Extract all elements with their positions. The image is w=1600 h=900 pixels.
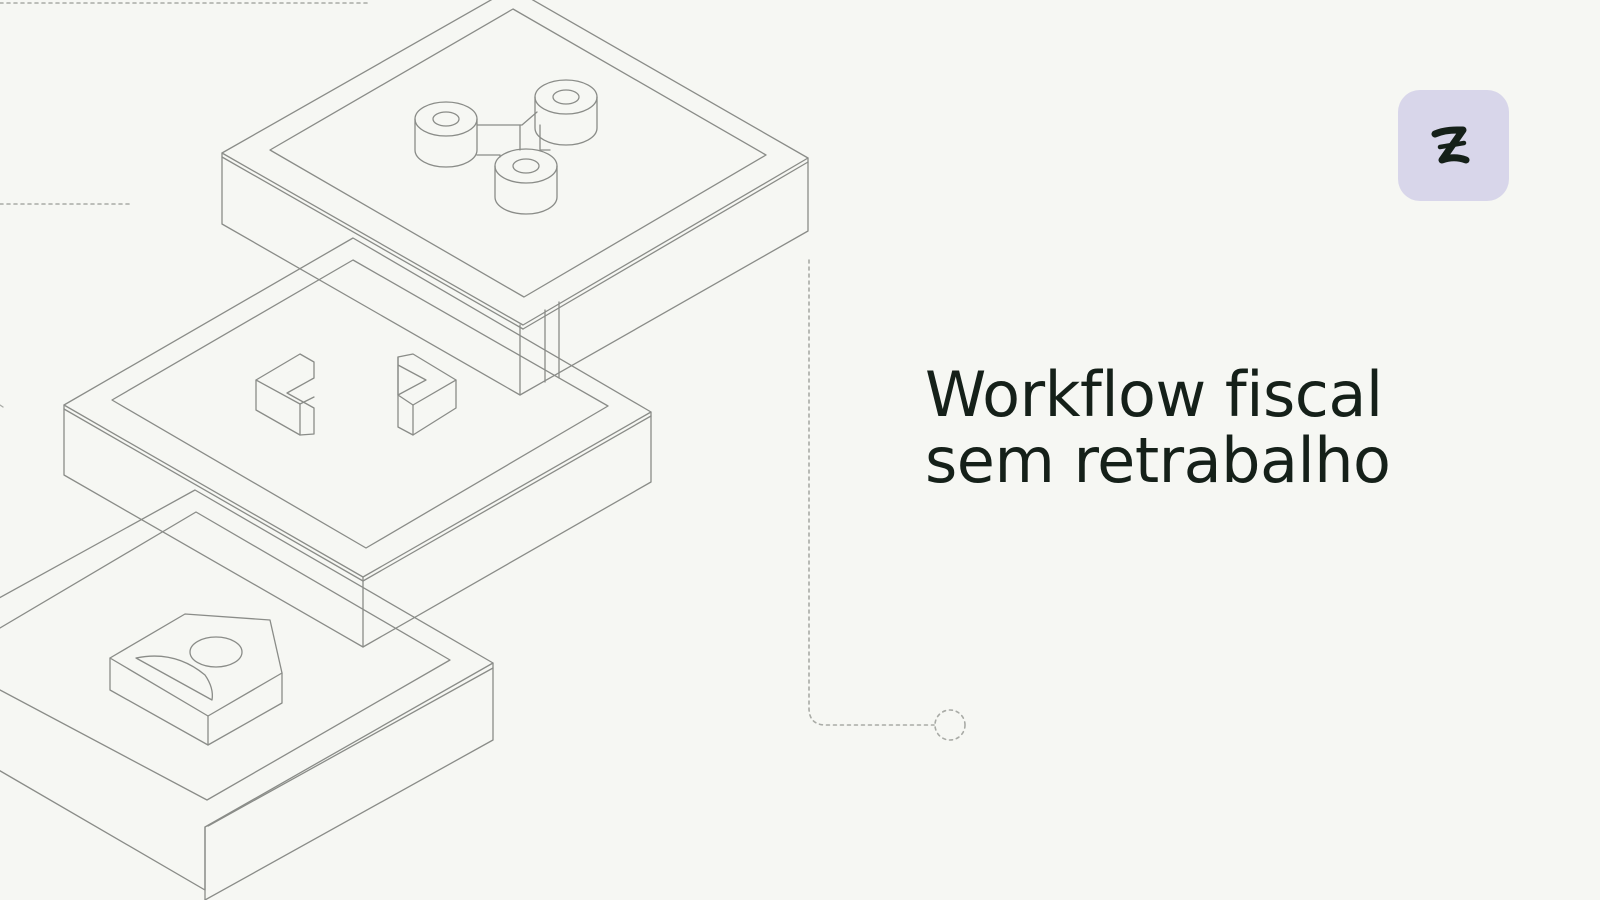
- edge-tick: [0, 404, 4, 408]
- dotted-guides: [0, 2, 966, 741]
- headline-line-2: sem retrabalho: [925, 424, 1391, 497]
- logo-badge[interactable]: [1398, 90, 1509, 201]
- code-brackets-icon: [255, 353, 457, 436]
- tile-middle: [63, 237, 652, 648]
- headline: Workflow fiscal sem retrabalho: [925, 358, 1391, 497]
- headline-line-1: Workflow fiscal: [925, 358, 1383, 431]
- workflow-nodes-icon: [414, 79, 598, 215]
- tile-bottom: [0, 489, 494, 900]
- user-document-icon: [109, 613, 283, 746]
- z-logo-icon: [1431, 126, 1470, 164]
- tile-top: [221, 0, 809, 396]
